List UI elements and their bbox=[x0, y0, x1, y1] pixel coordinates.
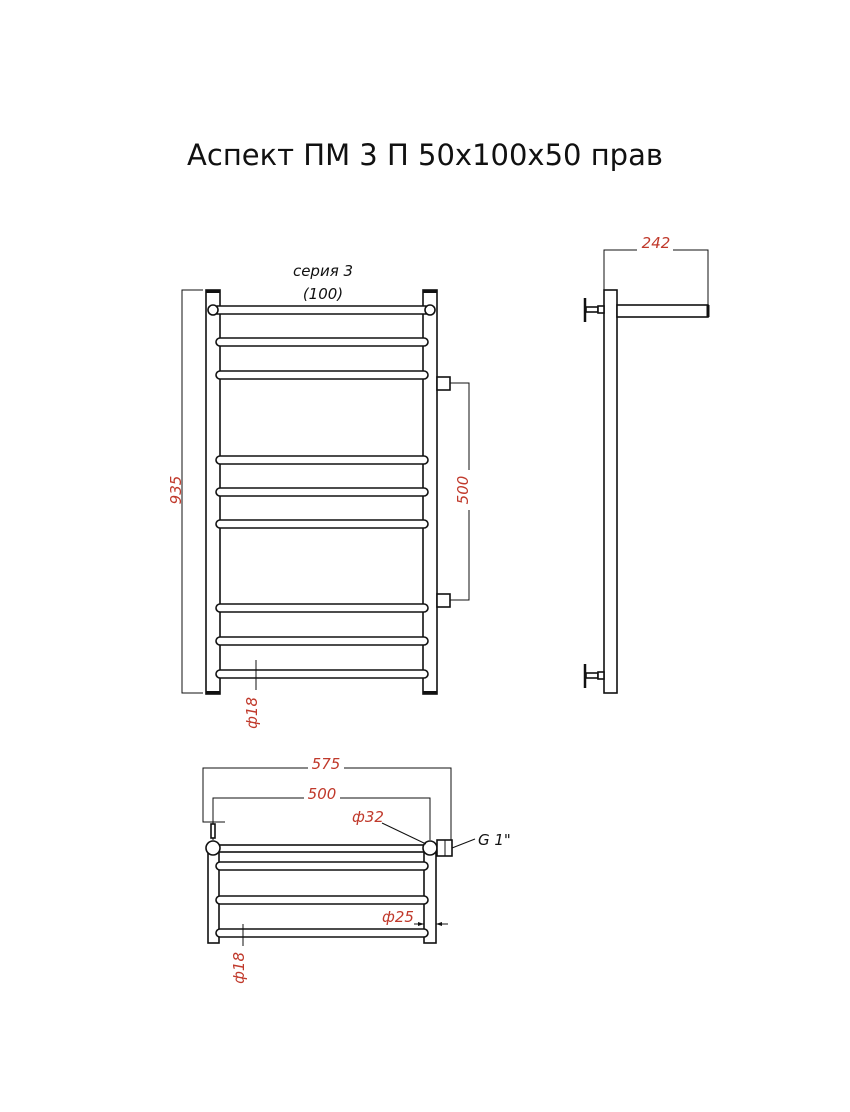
connection-dimension: 500 bbox=[454, 476, 472, 505]
riser-diameter-label: ф25 bbox=[382, 908, 414, 926]
riser-cap bbox=[206, 290, 220, 293]
towel-bar bbox=[215, 519, 429, 529]
side-view: 242 bbox=[583, 234, 710, 694]
towel-bar bbox=[215, 603, 429, 613]
connection-fitting bbox=[436, 376, 451, 391]
side-riser bbox=[603, 289, 618, 694]
towel-bar bbox=[215, 487, 429, 497]
height-dimension-line bbox=[181, 289, 203, 694]
collector-diameter-label: ф32 bbox=[352, 808, 384, 826]
overall-width-dimension: 575 bbox=[312, 755, 341, 773]
series-sub-label: (100) bbox=[303, 285, 343, 303]
top-bar-diameter-label: ф18 bbox=[230, 952, 248, 984]
riser-cap bbox=[423, 691, 437, 694]
center-width-dimension: 500 bbox=[308, 785, 337, 803]
center-width-dimension-line bbox=[212, 797, 431, 840]
top-view: 575 500 G 1" ф32 ф25 ф18 bbox=[202, 755, 511, 984]
series-label: серия 3 bbox=[293, 262, 353, 280]
connection-fitting bbox=[436, 593, 451, 608]
towel-bar bbox=[215, 636, 429, 646]
towel-bar bbox=[215, 337, 429, 347]
towel-bar bbox=[215, 895, 429, 905]
overall-width-dimension-line bbox=[202, 767, 452, 840]
bar-end bbox=[424, 304, 436, 316]
towel-bar bbox=[215, 370, 429, 380]
towel-bar bbox=[215, 928, 429, 938]
front-bars bbox=[212, 305, 431, 679]
top-bars bbox=[215, 861, 429, 938]
towel-bar bbox=[215, 861, 429, 871]
towel-bar bbox=[212, 305, 431, 315]
bar-diameter-label: ф18 bbox=[243, 697, 261, 729]
depth-dimension: 242 bbox=[642, 234, 671, 252]
riser-cap bbox=[423, 290, 437, 293]
drawing-title: Аспект ПМ 3 П 50х100х50 прав bbox=[187, 138, 663, 172]
collector-end bbox=[205, 840, 221, 856]
depth-dimension-line bbox=[603, 249, 709, 305]
towel-bar bbox=[215, 669, 429, 679]
riser-cap bbox=[206, 691, 220, 694]
thread-label: G 1" bbox=[478, 831, 511, 849]
top-collector bbox=[212, 844, 431, 853]
height-dimension: 935 bbox=[167, 476, 185, 505]
towel-bar bbox=[215, 455, 429, 465]
side-arm bbox=[616, 304, 709, 318]
bar-end bbox=[207, 304, 219, 316]
front-view: серия 3 (100) 935 500 ф18 bbox=[167, 262, 476, 729]
